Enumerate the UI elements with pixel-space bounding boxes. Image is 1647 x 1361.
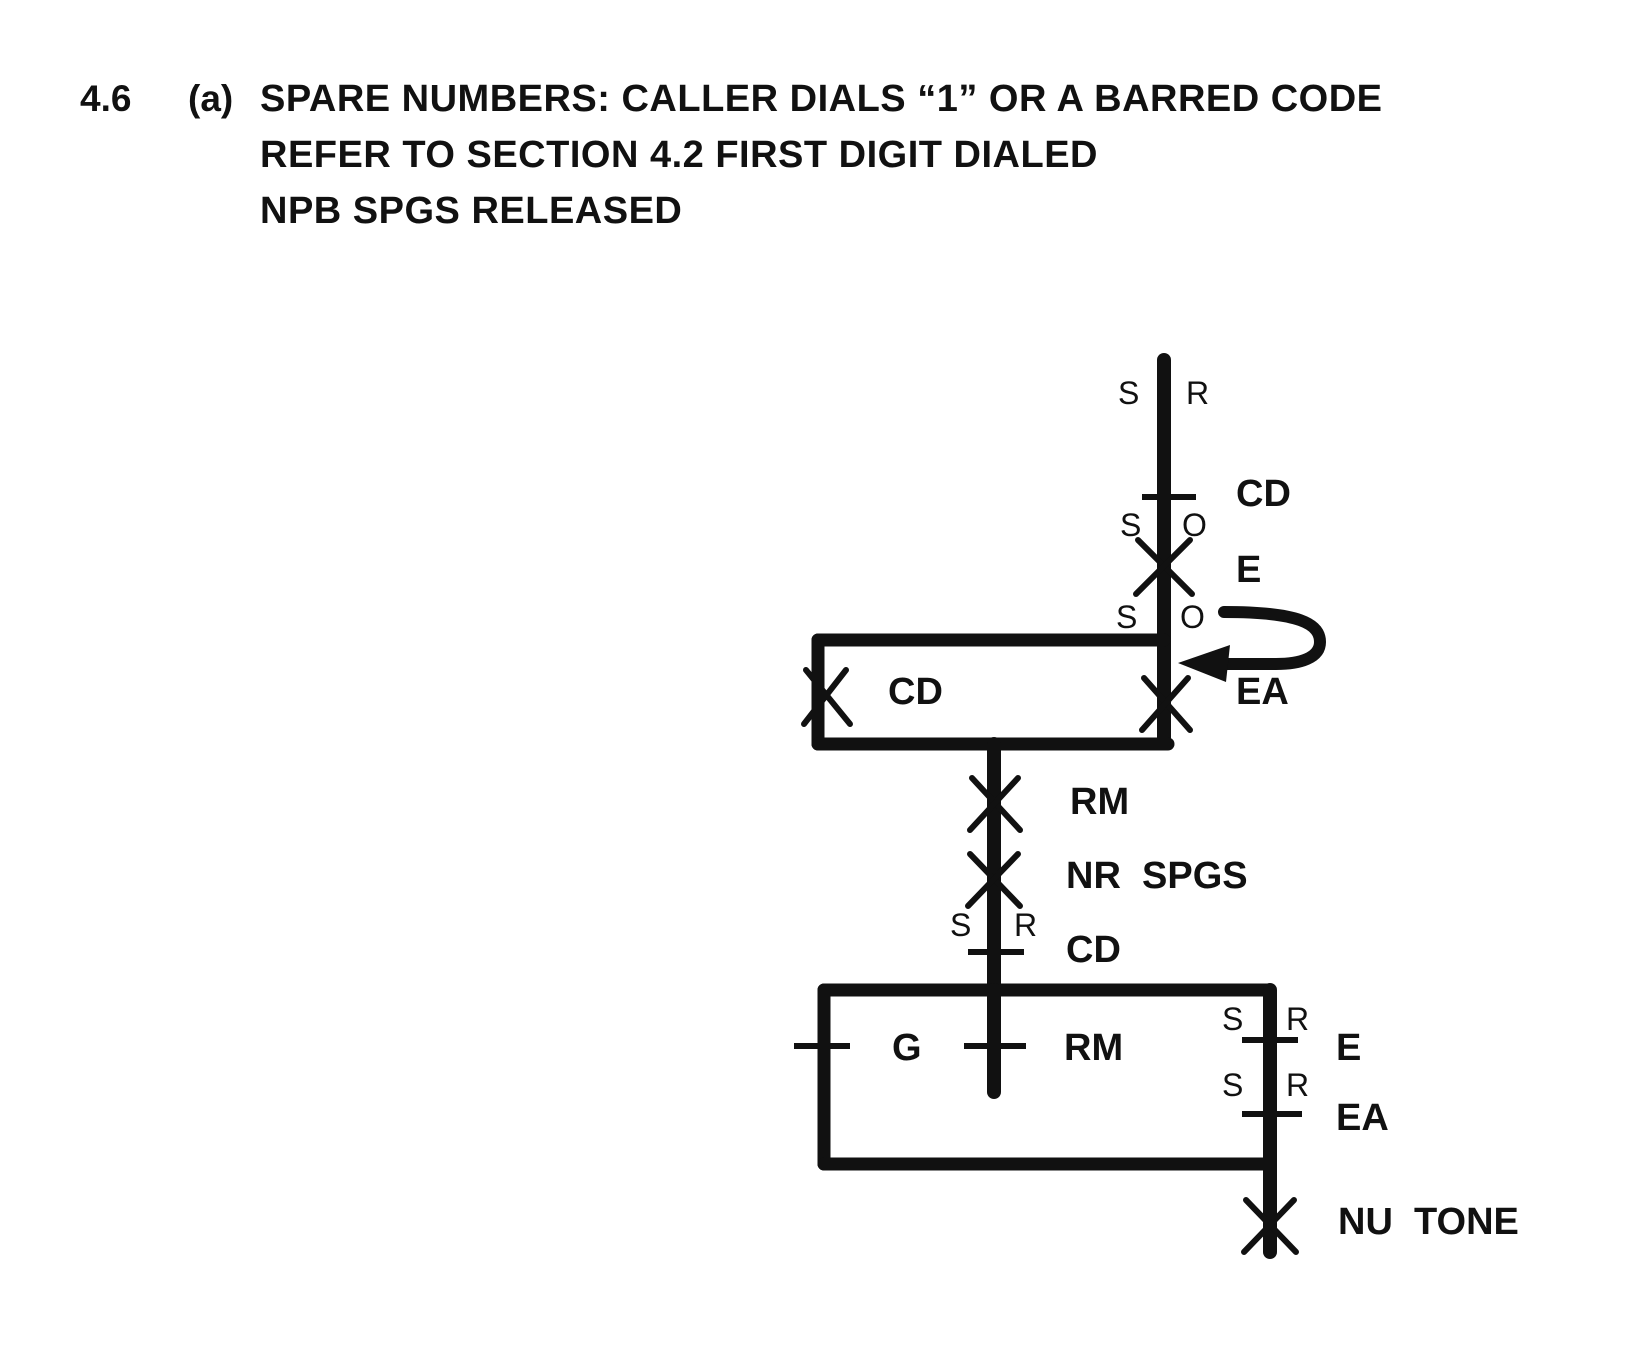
x-mark-nu-tone <box>1241 1197 1299 1255</box>
label-e-low-r: R <box>1286 1001 1309 1037</box>
label-rm1: RM <box>1070 781 1129 823</box>
label-e-top-s: S <box>1116 599 1137 635</box>
label-cd-mid-s: S <box>950 907 971 943</box>
label-cd-mid: CD <box>1066 929 1121 971</box>
heading-line-3: NPB SPGS RELEASED <box>260 190 683 232</box>
x-mark-rm1 <box>967 775 1023 833</box>
label-rm2: RM <box>1064 1027 1123 1069</box>
label-ea-top: EA <box>1236 671 1289 713</box>
x-mark-box1-left <box>801 667 853 727</box>
subsection-letter: (a) <box>188 78 234 119</box>
return-arrow-head <box>1178 645 1230 682</box>
x-mark-box1-right <box>1139 675 1193 733</box>
heading-line-1: SPARE NUMBERS: CALLER DIALS “1” OR A BAR… <box>260 78 1383 120</box>
label-top-r: R <box>1186 375 1209 411</box>
section-number: 4.6 <box>80 78 132 119</box>
heading-line-2: REFER TO SECTION 4.2 FIRST DIGIT DIALED <box>260 134 1098 176</box>
label-nu-tone: NU TONE <box>1338 1201 1519 1243</box>
label-e-low-s: S <box>1222 1001 1243 1037</box>
label-nr-spgs: NR SPGS <box>1066 855 1248 897</box>
x-mark-e-top <box>1133 537 1195 597</box>
label-cd-mid-r: R <box>1014 907 1037 943</box>
label-ea-low: EA <box>1336 1097 1389 1139</box>
label-ea-low-s: S <box>1222 1067 1243 1103</box>
label-box1-cd: CD <box>888 671 943 713</box>
label-top-s: S <box>1118 375 1139 411</box>
label-g: G <box>892 1027 922 1069</box>
return-arrow-loop <box>1202 606 1327 670</box>
label-e-top: E <box>1236 549 1261 591</box>
label-e-top-o: O <box>1180 599 1205 635</box>
label-cd-top-s: S <box>1120 507 1141 543</box>
label-e-low: E <box>1336 1027 1361 1069</box>
label-cd-top: CD <box>1236 473 1291 515</box>
x-mark-nr <box>965 851 1023 909</box>
label-ea-low-r: R <box>1286 1067 1309 1103</box>
label-cd-top-o: O <box>1182 507 1207 543</box>
